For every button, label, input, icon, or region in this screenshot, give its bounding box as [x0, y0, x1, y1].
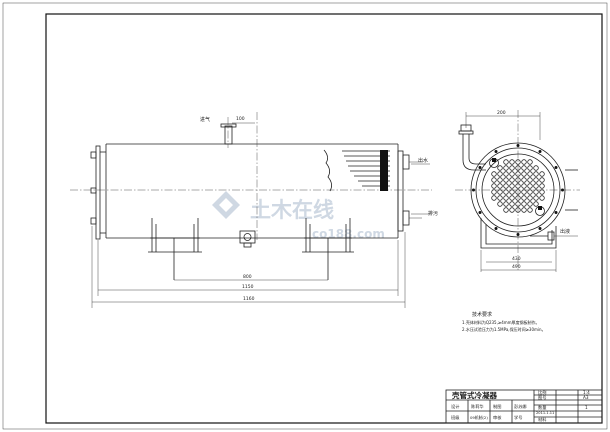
flange-bolts: [472, 144, 564, 236]
label-drain: 排污: [428, 210, 438, 217]
end-view: 200: [411, 110, 580, 272]
checker-name: 彭苏娜: [514, 403, 527, 410]
end-top-dim: 200: [497, 110, 506, 116]
end-dim-1: 430: [512, 256, 521, 262]
watermark-text-cn: 土木在线: [250, 198, 334, 222]
dimension-mid: 1150: [97, 240, 399, 296]
end-right-pipes: 出水 排污: [411, 157, 578, 217]
cutaway-break-line: [323, 149, 332, 192]
dim-overall-value: 1160: [243, 296, 255, 302]
inlet-dim: 100: [236, 116, 245, 122]
label-outlet-water: 出水: [418, 157, 428, 164]
tube-grid: [491, 159, 545, 213]
notes-title: 技术要求: [472, 311, 492, 318]
sheet-label: 图号: [538, 395, 546, 401]
approve-label: 审核: [493, 414, 502, 421]
left-tube-sheet: [95, 145, 101, 240]
class-label: 班级: [451, 414, 460, 421]
title-block: 壳管式冷凝器 比例 1:4 图号 A3 数量 1 材料 设计 陈莉华 制图 彭苏…: [445, 389, 603, 424]
notes-line-1: 1.壳体材料为Q235,≥4mm厚度钢板制作。: [462, 319, 540, 325]
check-label: 制图: [493, 403, 501, 410]
right-tube-sheet: [397, 150, 404, 232]
dim-inner-value: 800: [243, 274, 252, 280]
left-nozzle-mid: [90, 187, 97, 194]
label-outlet-liquid: 出液: [560, 228, 570, 235]
end-bottom-support: 出液: [480, 218, 578, 249]
dim-mid-value: 1150: [242, 284, 254, 290]
scale-value: 1:4: [583, 390, 590, 395]
left-nozzle-top: [90, 151, 97, 159]
bottom-nozzle: [239, 230, 256, 248]
inlet-label: 进气: [200, 116, 210, 123]
qty-label: 数量: [538, 404, 546, 411]
top-inlet-nozzle: 进气 100: [200, 116, 255, 148]
material-label: 材料: [538, 416, 547, 423]
drawing-frame: [45, 13, 603, 424]
notes-line-2: 2.水压试验压力为1.5MPa,保压时间≥30min。: [462, 326, 546, 332]
dimension-inner: 800: [174, 274, 328, 281]
watermark: 土木在线 co188.com: [212, 191, 385, 241]
technical-notes: 技术要求 1.壳体材料为Q235,≥4mm厚度钢板制作。 2.水压试验压力为1.…: [462, 311, 546, 332]
sheet-value: A3: [583, 395, 589, 400]
class-value: 09机制(2): [470, 415, 488, 420]
tube-sheet-circle: [481, 153, 555, 227]
watermark-text-en: co188.com: [312, 227, 385, 241]
end-bottom-dims: 430 490: [480, 250, 557, 272]
right-nozzle-top: [402, 154, 410, 170]
elevation-view: 进气 100: [70, 112, 432, 308]
end-dim-2: 490: [512, 264, 521, 270]
dimension-overall: 1160: [91, 226, 406, 308]
scale-label: 比例: [538, 389, 546, 396]
right-nozzle-bottom: [402, 210, 410, 226]
shell-inner-circle: [475, 147, 561, 233]
right-saddle: [302, 218, 354, 280]
left-nozzle-bottom: [90, 217, 97, 225]
end-inlet-pipe: [458, 124, 486, 171]
design-label: 设计: [451, 403, 459, 410]
end-plate-fittings: [489, 158, 545, 216]
shell-flange-circle: [470, 142, 566, 238]
left-saddle: [148, 218, 202, 280]
drawing-date: 2011.1.11: [536, 411, 554, 415]
tube-section: [342, 150, 390, 191]
designer-name: 陈莉华: [471, 403, 484, 410]
student-label: 学号: [514, 414, 522, 421]
drawing-title: 壳管式冷凝器: [451, 390, 497, 400]
qty-value: 1: [585, 405, 588, 410]
